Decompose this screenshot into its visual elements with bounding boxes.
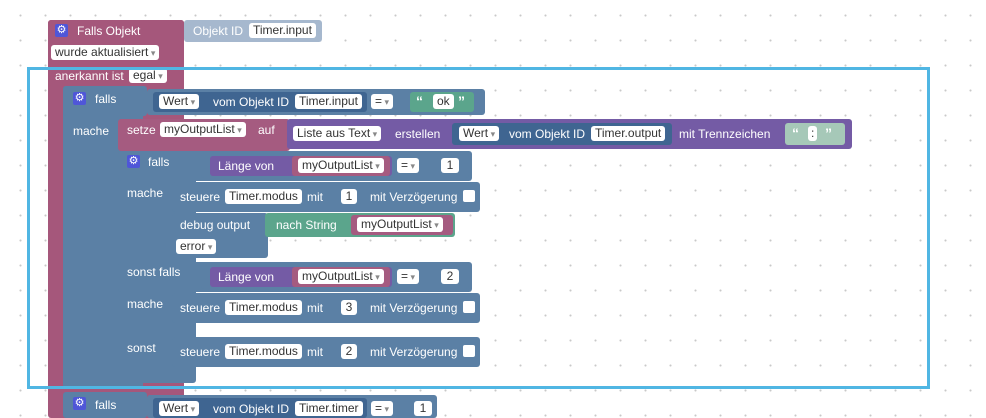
gear-icon[interactable]: ⚙ (73, 397, 86, 410)
object-id-field-2[interactable]: Timer.output (591, 126, 666, 141)
ack-dropdown[interactable]: egal (129, 68, 167, 83)
vom-objekt-label-1: vom Objekt ID (213, 95, 290, 109)
control-target-1[interactable]: Timer.modus (225, 189, 302, 204)
debug-level-dropdown[interactable]: error (176, 239, 217, 254)
if-2-falls-label: falls (148, 155, 170, 169)
wert-dropdown-3[interactable]: Wert (159, 401, 200, 416)
length-label-1: Länge von (218, 159, 275, 173)
object-id-field[interactable]: Timer.input (249, 23, 316, 38)
mit-label-3: mit (307, 345, 323, 359)
updated-dropdown[interactable]: wurde aktualisiert (51, 45, 160, 60)
if-2-mache-label: mache (127, 186, 164, 200)
close-quote: ” (458, 93, 465, 109)
operator-dropdown-4[interactable]: = (371, 401, 394, 416)
steuere-label-2: steuere (180, 301, 221, 315)
control-number-2[interactable]: 3 (341, 300, 357, 315)
debug-var-dropdown[interactable]: myOutputList (357, 217, 443, 232)
gear-icon[interactable]: ⚙ (55, 24, 68, 37)
delay-label-2: mit Verzögerung (370, 301, 458, 315)
set-var-dropdown[interactable]: myOutputList (160, 122, 246, 137)
operator-dropdown-1[interactable]: = (371, 94, 394, 109)
wert-dropdown-1[interactable]: Wert (159, 94, 200, 109)
if-3-falls-label: falls (95, 398, 117, 412)
length-var-dropdown-2[interactable]: myOutputList (298, 269, 384, 284)
wert-dropdown-2[interactable]: Wert (459, 126, 500, 141)
erstellen-label: erstellen (395, 127, 441, 141)
number-field-1[interactable]: 1 (441, 158, 459, 173)
open-quote: “ (416, 93, 423, 109)
separator-label: mit Trennzeichen (679, 127, 771, 141)
object-id-field-3[interactable]: Timer.timer (295, 401, 363, 416)
vom-objekt-label-3: vom Objekt ID (213, 402, 290, 416)
delay-label-3: mit Verzögerung (370, 345, 458, 359)
mit-label-1: mit (307, 190, 323, 204)
if-1-falls-label: falls (95, 92, 117, 106)
delay-label-1: mit Verzögerung (370, 190, 458, 204)
operator-dropdown-2[interactable]: = (397, 158, 420, 173)
steuere-label-1: steuere (180, 190, 221, 204)
text-field-ok[interactable]: ok (433, 94, 454, 109)
control-number-3[interactable]: 2 (341, 344, 357, 359)
delay-checkbox-1[interactable] (463, 190, 475, 202)
else-label: sonst (127, 341, 156, 355)
object-id-label: Objekt ID (193, 24, 244, 38)
object-id-field-1[interactable]: Timer.input (295, 94, 362, 109)
control-target-2[interactable]: Timer.modus (225, 300, 302, 315)
length-label-2: Länge von (218, 270, 275, 284)
close-quote: ” (825, 125, 832, 141)
mit-label-2: mit (307, 301, 323, 315)
setze-label: setze (127, 123, 156, 137)
if-1-mache-label: mache (73, 124, 110, 138)
steuere-label-3: steuere (180, 345, 221, 359)
trigger-title: Falls Objekt (77, 24, 141, 38)
open-quote: “ (792, 125, 799, 141)
debug-label: debug output (180, 218, 251, 232)
control-block-2[interactable] (172, 293, 480, 323)
elseif-label: sonst falls (127, 265, 181, 279)
elseif-mache-label: mache (127, 297, 164, 311)
separator-field[interactable]: : (808, 126, 818, 141)
ack-label: anerkannt ist (55, 69, 124, 83)
operator-dropdown-3[interactable]: = (397, 269, 420, 284)
delay-checkbox-3[interactable] (463, 345, 475, 357)
list-from-text-dropdown[interactable]: Liste aus Text (293, 126, 382, 141)
number-field-3[interactable]: 1 (414, 401, 432, 416)
gear-icon[interactable]: ⚙ (127, 155, 140, 168)
control-block-3[interactable] (172, 337, 480, 367)
length-var-dropdown-1[interactable]: myOutputList (298, 158, 384, 173)
gear-icon[interactable]: ⚙ (73, 92, 86, 105)
delay-checkbox-2[interactable] (463, 301, 475, 313)
control-number-1[interactable]: 1 (341, 189, 357, 204)
number-field-2[interactable]: 2 (441, 269, 459, 284)
auf-label: auf (258, 123, 275, 137)
vom-objekt-label-2: vom Objekt ID (509, 127, 586, 141)
to-string-label: nach String (276, 218, 337, 232)
control-target-3[interactable]: Timer.modus (225, 344, 302, 359)
control-block-1[interactable] (172, 182, 480, 212)
